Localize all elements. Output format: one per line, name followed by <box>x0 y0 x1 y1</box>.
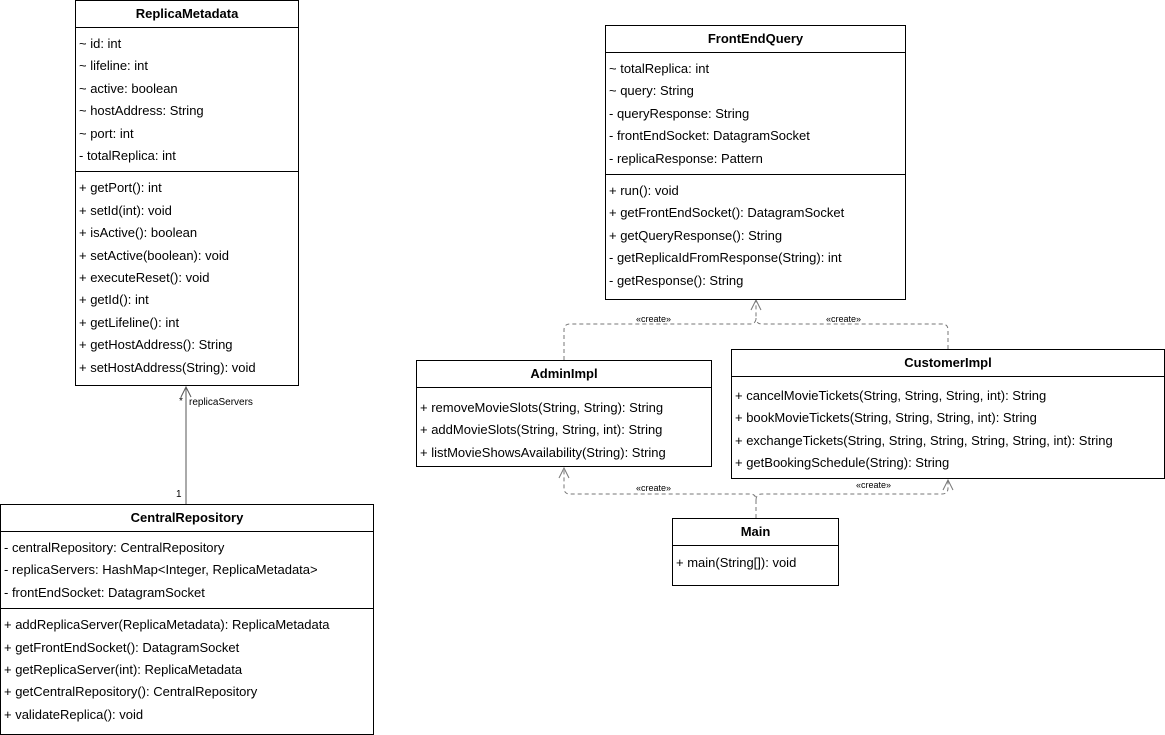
attribute: ~ id: int <box>79 36 122 51</box>
attribute: - totalReplica: int <box>79 148 176 164</box>
class-customer-impl[interactable]: CustomerImpl + cancelMovieTickets(String… <box>731 349 1165 479</box>
attribute: - frontEndSocket: DatagramSocket <box>4 584 205 600</box>
attribute: - frontEndSocket: DatagramSocket <box>609 128 810 144</box>
class-main[interactable]: Main + main(String[]): void <box>672 518 839 586</box>
method: + exchangeTickets(String, String, String… <box>735 432 1113 448</box>
methods-section: + cancelMovieTickets(String, String, Str… <box>732 377 1164 479</box>
method: + setActive(boolean): void <box>79 247 229 263</box>
create-label-customer-frontend: «create» <box>826 314 862 324</box>
edge-main-to-customer <box>755 480 949 501</box>
class-name: AdminImpl <box>417 361 711 388</box>
method: + getHostAddress(): String <box>79 337 233 353</box>
method: + getId(): int <box>79 292 149 308</box>
method: + executeReset(): void <box>79 270 210 286</box>
association-role-label: replicaServers <box>189 397 253 408</box>
class-name: CustomerImpl <box>732 350 1164 377</box>
attribute: ~ active: boolean <box>79 80 178 96</box>
method: + getReplicaServer(int): ReplicaMetadata <box>4 662 243 678</box>
edge-admin-to-frontend <box>563 300 757 360</box>
methods-section: + main(String[]): void <box>673 546 838 578</box>
attributes-section: ~ id: int ~ lifeline: int ~ active: bool… <box>76 28 298 171</box>
method: + addReplicaServer(ReplicaMetadata): Rep… <box>4 617 330 633</box>
class-admin-impl[interactable]: AdminImpl + removeMovieSlots(String, Str… <box>416 360 712 467</box>
method: + setId(int): void <box>79 202 172 218</box>
method: + getBookingSchedule(String): String <box>735 455 950 471</box>
association-edge <box>180 385 192 504</box>
class-central-repository[interactable]: CentralRepository - centralRepository: C… <box>0 504 374 735</box>
create-label-admin-frontend: «create» <box>636 314 672 324</box>
method: + bookMovieTickets(String, String, Strin… <box>735 410 1037 426</box>
method: + getLifeline(): int <box>79 314 180 330</box>
create-label-main-admin: «create» <box>636 483 672 493</box>
attribute: ~ port: int <box>79 125 134 141</box>
method: + run(): void <box>609 183 679 199</box>
attribute: ~ hostAddress: String <box>79 103 204 119</box>
attribute: - replicaResponse: Pattern <box>609 150 763 166</box>
methods-section: + run(): void + getFrontEndSocket(): Dat… <box>606 174 905 296</box>
method: + listMovieShowsAvailability(String): St… <box>420 444 666 460</box>
method: + getFrontEndSocket(): DatagramSocket <box>609 205 845 221</box>
association-target-multiplicity: * <box>179 396 183 407</box>
method: + getPort(): int <box>79 180 162 196</box>
attribute: - centralRepository: CentralRepository <box>4 540 225 555</box>
create-dependency-edges <box>563 300 949 518</box>
class-name: ReplicaMetadata <box>76 1 298 28</box>
method: + isActive(): boolean <box>79 225 198 241</box>
method: + addMovieSlots(String, String, int): St… <box>420 422 663 438</box>
attribute: ~ totalReplica: int <box>609 61 710 76</box>
attributes-section: - centralRepository: CentralRepository -… <box>1 532 373 608</box>
method: + getFrontEndSocket(): DatagramSocket <box>4 639 240 655</box>
methods-section: + removeMovieSlots(String, String): Stri… <box>417 388 711 468</box>
method: - getReplicaIdFromResponse(String): int <box>609 250 842 266</box>
class-name: FrontEndQuery <box>606 26 905 53</box>
method: - getResponse(): String <box>609 272 744 288</box>
method: + cancelMovieTickets(String, String, Str… <box>735 388 1047 403</box>
methods-section: + getPort(): int + setId(int): void + is… <box>76 171 298 383</box>
class-front-end-query[interactable]: FrontEndQuery ~ totalReplica: int ~ quer… <box>605 25 906 300</box>
class-name: CentralRepository <box>1 505 373 532</box>
create-label-main-customer: «create» <box>856 480 892 490</box>
method: + validateReplica(): void <box>4 706 144 722</box>
class-replica-metadata[interactable]: ReplicaMetadata ~ id: int ~ lifeline: in… <box>75 0 299 386</box>
attributes-section: ~ totalReplica: int ~ query: String - qu… <box>606 53 905 174</box>
edge-main-to-admin <box>563 468 757 518</box>
method: + setHostAddress(String): void <box>79 359 256 375</box>
edge-customer-to-frontend <box>755 317 949 349</box>
method: + getQueryResponse(): String <box>609 227 783 243</box>
methods-section: + addReplicaServer(ReplicaMetadata): Rep… <box>1 608 373 730</box>
association-source-multiplicity: 1 <box>176 489 182 500</box>
attribute: ~ lifeline: int <box>79 58 149 74</box>
attribute: ~ query: String <box>609 83 694 99</box>
attribute: - queryResponse: String <box>609 105 750 121</box>
create-arrowheads <box>558 298 954 491</box>
class-name: Main <box>673 519 838 546</box>
method: + getCentralRepository(): CentralReposit… <box>4 684 258 700</box>
method: + removeMovieSlots(String, String): Stri… <box>420 400 664 415</box>
attribute: - replicaServers: HashMap<Integer, Repli… <box>4 562 318 578</box>
method: + main(String[]): void <box>676 555 797 570</box>
